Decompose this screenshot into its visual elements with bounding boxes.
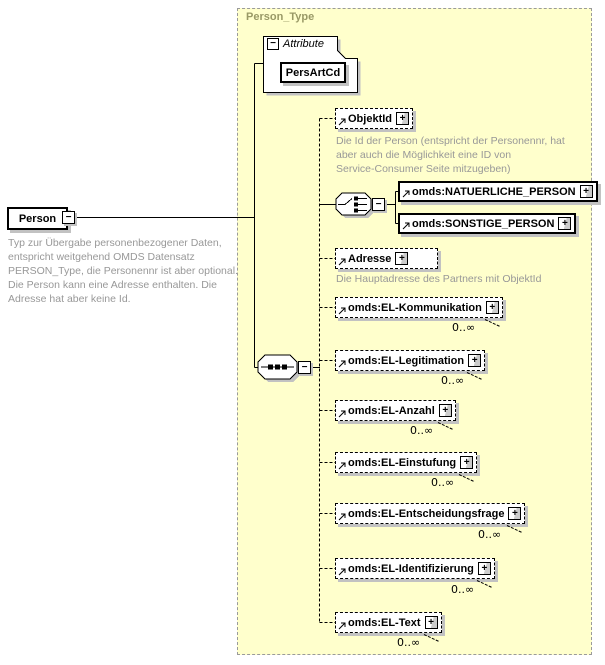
element-box-el-kommunikation[interactable]: omds:EL-Kommunikation + — [335, 297, 503, 318]
person-element-label: Person — [18, 212, 57, 225]
element-box-el-anzahl[interactable]: omds:EL-Anzahl + — [335, 400, 456, 421]
occurs-label: 0..∞ — [452, 321, 476, 334]
reference-arrow-icon — [338, 513, 346, 521]
expand-icon[interactable]: + — [468, 354, 482, 367]
person-annotation: Typ zur Übergabe personenbezogener Daten… — [8, 237, 238, 305]
element-label: omds:EL-Entscheidungsfrage — [348, 507, 505, 520]
element-box-el-text[interactable]: omds:EL-Text + — [335, 612, 442, 633]
expand-icon[interactable]: + — [579, 185, 593, 198]
element-label: omds:EL-Einstufung — [348, 456, 457, 469]
occurs-label: 0..∞ — [478, 528, 502, 541]
element-label: omds:EL-Legitimation — [348, 354, 465, 367]
occurs-label: 0..∞ — [431, 476, 455, 489]
person-type-container — [237, 8, 592, 655]
expand-icon[interactable]: + — [396, 112, 410, 125]
occurs-label: 0..∞ — [410, 424, 434, 437]
element-box-el-entscheidungsfrage[interactable]: omds:EL-Entscheidungsfrage + — [335, 503, 526, 524]
element-label: omds:EL-Identifizierung — [348, 562, 474, 575]
choice-collapse-button[interactable]: − — [372, 198, 385, 211]
element-label: omds:SONSTIGE_PERSON — [412, 217, 555, 230]
reference-arrow-icon — [338, 307, 346, 315]
element-box-sonstige-person[interactable]: omds:SONSTIGE_PERSON + — [398, 213, 577, 234]
expand-icon[interactable]: + — [558, 217, 572, 230]
attribute-group-label: Attribute — [283, 38, 324, 50]
element-label: omds:EL-Text — [348, 616, 421, 629]
attribute-collapse-button[interactable]: − — [267, 38, 279, 50]
reference-arrow-icon — [338, 360, 346, 368]
element-box-el-legitimation[interactable]: omds:EL-Legitimation + — [335, 350, 486, 371]
expand-icon[interactable]: + — [460, 456, 474, 469]
occurs-label: 0..∞ — [397, 636, 421, 649]
reference-arrow-icon — [338, 410, 346, 418]
element-box-objektid[interactable]: ObjektId + — [335, 108, 414, 129]
expand-icon[interactable]: + — [477, 562, 491, 575]
element-box-adresse[interactable]: Adresse + — [335, 248, 438, 269]
reference-arrow-icon — [338, 568, 346, 576]
expand-icon[interactable]: + — [508, 507, 522, 520]
element-box-el-einstufung[interactable]: omds:EL-Einstufung + — [335, 452, 478, 473]
element-label: omds:NATUERLICHE_PERSON — [412, 185, 576, 198]
person-element-box[interactable]: Person — [7, 207, 68, 230]
reference-arrow-icon — [338, 258, 346, 266]
occurs-label: 0..∞ — [441, 374, 465, 387]
expand-icon[interactable]: + — [485, 301, 499, 314]
reference-arrow-icon — [338, 462, 346, 470]
attribute-persartcd-label: PersArtCd — [285, 66, 341, 79]
attribute-persartcd-box[interactable]: PersArtCd — [280, 62, 346, 83]
element-label: omds:EL-Kommunikation — [348, 301, 482, 314]
element-box-natuerliche-person[interactable]: omds:NATUERLICHE_PERSON + — [398, 181, 598, 202]
expand-icon[interactable]: + — [395, 252, 409, 265]
reference-arrow-icon — [338, 118, 346, 126]
person-collapse-button[interactable]: − — [62, 211, 75, 224]
objektid-annotation: Die Id der Person (entspricht der Person… — [336, 135, 565, 175]
element-label: Adresse — [348, 252, 392, 265]
occurs-label: 0..∞ — [451, 583, 475, 596]
adresse-annotation: Die Hauptadresse des Partners mit Objekt… — [336, 273, 542, 285]
element-label: omds:EL-Anzahl — [348, 404, 435, 417]
container-title: Person_Type — [246, 11, 315, 23]
expand-icon[interactable]: + — [438, 404, 452, 417]
element-label: ObjektId — [348, 112, 393, 125]
reference-arrow-icon — [338, 622, 346, 630]
element-box-el-identifizierung[interactable]: omds:EL-Identifizierung + — [335, 558, 495, 579]
expand-icon[interactable]: + — [424, 616, 438, 629]
reference-arrow-icon — [402, 190, 410, 198]
reference-arrow-icon — [402, 222, 410, 230]
sequence-collapse-button[interactable]: − — [298, 361, 311, 374]
